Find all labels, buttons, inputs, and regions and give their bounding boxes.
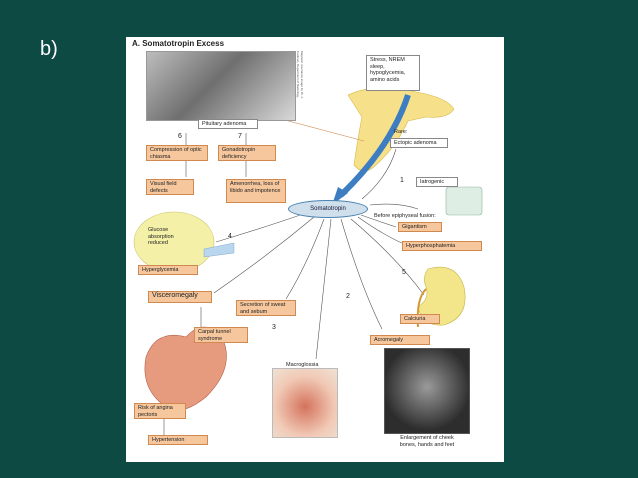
amenorrhea-box: Amenorrhea, loss of libido and impotence [226,179,286,203]
secretion-arrow [338,94,411,198]
diagram-panel: A. Somatotropin Excess Magnetic resonanc… [126,37,504,462]
calciuria-box: Calciuria [400,314,440,324]
arrow-iatrogenic [369,203,419,210]
number-1: 1 [400,177,404,184]
gonadotropin-box: Gonadotropin deficiency [218,145,276,161]
pituitary-adenoma-box: Pituitary adenoma [198,119,258,129]
slide-label: b) [40,38,58,60]
number-6: 6 [178,133,182,140]
number-4: 4 [228,233,232,240]
face-photo [384,348,470,434]
carpal-box: Carpal tunnel syndrome [194,327,248,343]
number-5: 5 [402,269,406,276]
secretion-box: Secretion of sweat and sebum [236,300,296,316]
hypertension-box: Hypertension [148,435,208,445]
hyperphosphatemia-box: Hyperphosphatemia [402,241,482,251]
macroglossia-label: Macroglossia [286,362,319,368]
hyperglycemia-box: Hyperglycemia [138,265,198,275]
risk-box: Risk of angina pectoris [134,403,186,419]
arrow-calciuria [350,218,425,296]
number-7: 7 [238,133,242,140]
pituitary-shape [347,87,455,172]
number-2: 2 [346,293,350,300]
enlargement-label: Enlargement of cheek bones, hands and fe… [399,435,455,448]
image-credit: Magnetic resonance image by Dr. J. Cadma… [296,51,304,99]
iatrogenic-box: Iatrogenic [416,177,458,187]
mri-image [146,51,296,121]
arrow-macroglossia [315,218,332,360]
compression-box: Compression of optic chiasma [146,145,208,161]
glucose-arrow [203,242,235,258]
arrow-visceromegaly [213,216,315,294]
tongue-photo [272,368,338,438]
pill-jar [445,186,483,216]
stimuli-box: Stress, NREM sleep, hypoglycemia, amino … [366,55,420,91]
arrow-gigantism [360,214,397,228]
arrow-secretion [285,218,325,300]
before-label: Before epiphyseal fusion: [374,213,436,219]
arrow-ectopic [361,148,397,200]
visual-defects-box: Visual field defects [146,179,194,195]
diagram-title: A. Somatotropin Excess [132,39,225,48]
visceromegaly-box: Visceromegaly [148,291,212,303]
connector-layer [133,87,483,435]
number-3: 3 [272,324,276,331]
gigantism-box: Gigantism [398,222,442,232]
arrow-acromegaly [340,218,383,330]
somatotropin-node: Somatotropin [288,200,368,218]
acromegaly-box: Acromegaly [370,335,430,345]
glucose-label: Glucose absorption reduced [148,227,174,246]
rare-label: Rare: [394,129,408,135]
ectopic-box: Ectopic adenoma [390,138,448,148]
arrow-glucose [215,212,307,243]
